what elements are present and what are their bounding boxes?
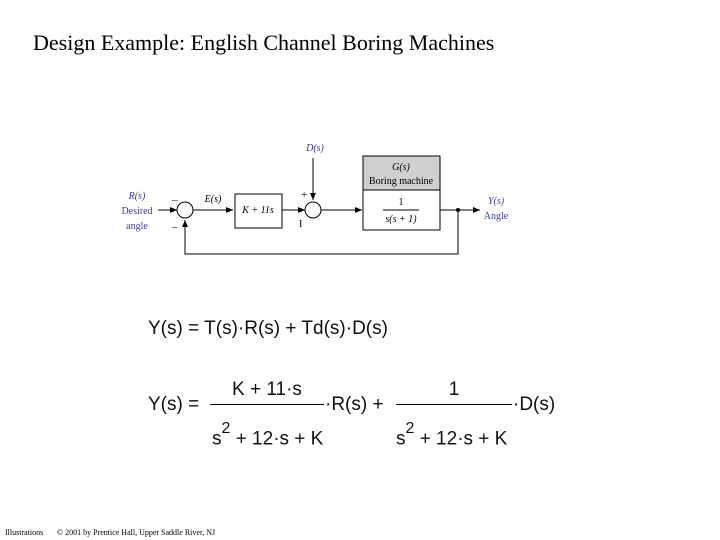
page-title: Design Example: English Channel Boring M… [33, 30, 495, 55]
footer-copyright: © 2001 by Prentice Hall, Upper Saddle Ri… [57, 528, 216, 537]
fraction-2-denominator: s2 + 12·s + K [396, 420, 508, 450]
input-desc-1: Desired [121, 206, 152, 217]
sum2-sign-bottom: I [299, 219, 302, 230]
fraction-1-bar [210, 404, 324, 405]
input-label: R(s) [128, 191, 146, 202]
fraction-1-exponent: 2 [221, 420, 231, 437]
equation-1-rhs: T(s)·R(s) + Td(s)·D(s) [204, 318, 388, 339]
plant-denominator: s(s + 1) [385, 214, 417, 225]
equation-2-lhs: Y(s) = [148, 394, 200, 415]
summing-junction-1 [176, 201, 194, 219]
sum2-sign-top: + [301, 189, 307, 201]
plant-subtitle: Boring machine [369, 176, 434, 187]
equation-2-end: ·D(s) [513, 394, 556, 415]
sum1-sign-top: – [171, 194, 178, 206]
equation-1: Y(s) = T(s)·R(s) + Td(s)·D(s) [148, 318, 388, 340]
summing-junction-2 [304, 201, 322, 219]
fraction-1-denominator: s2 + 12·s + K [212, 420, 324, 450]
equation-1-lhs: Y(s) = [148, 318, 200, 339]
disturbance-label: D(s) [305, 143, 324, 154]
plant-numerator: 1 [399, 197, 404, 208]
fraction-2-numerator: 1 [448, 379, 460, 400]
output-desc: Angle [484, 211, 509, 222]
fraction-2-bar [396, 404, 512, 405]
feedback-path [182, 210, 459, 255]
sum1-sign-bottom: – [171, 221, 178, 233]
equation-2-middle: ·R(s) + [325, 394, 384, 415]
plant-title: G(s) [392, 162, 410, 173]
fraction-1-numerator: K + 11·s [232, 379, 302, 400]
fraction-2-exponent: 2 [405, 420, 415, 437]
output-label: Y(s) [488, 196, 505, 207]
footer-label: Illustrations [5, 528, 44, 537]
input-desc-2: angle [126, 221, 148, 232]
error-label: E(s) [204, 194, 222, 205]
controller-label: K + 11s [241, 205, 274, 216]
controller-block [234, 193, 283, 229]
